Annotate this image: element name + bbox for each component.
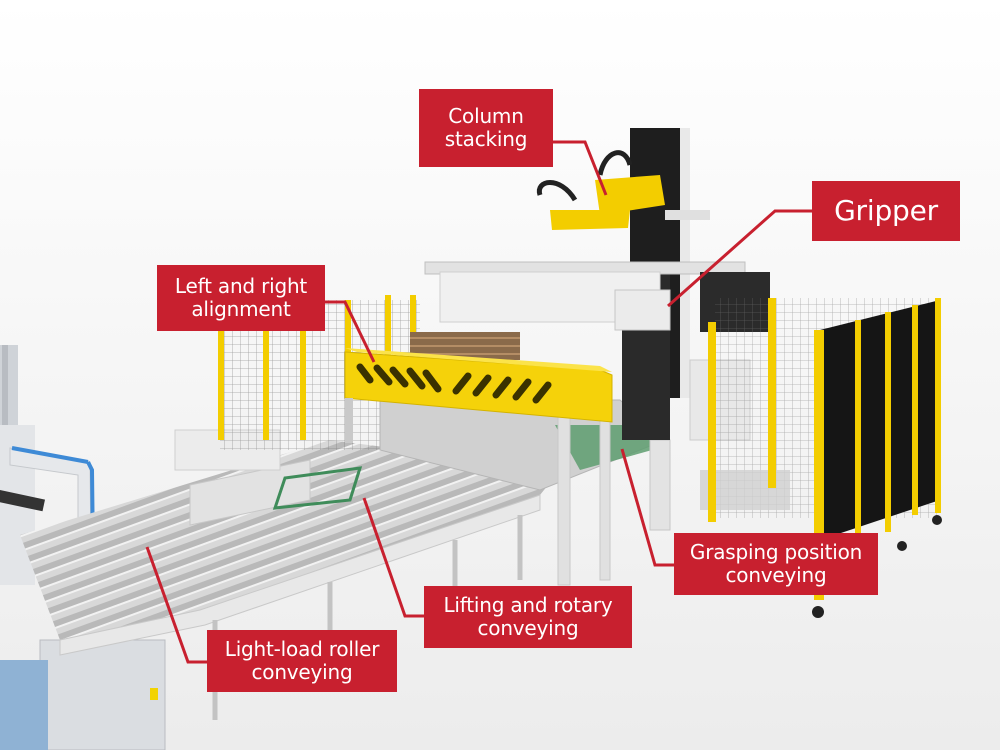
leader-lines [145,140,812,664]
callout-text-line1: Gripper [834,193,938,227]
callout-text-line2: stacking [444,127,528,151]
callout-left-right-alignment: Left and right alignment [157,265,325,331]
callout-text-line2: conveying [251,660,353,684]
callout-gripper: Gripper [812,181,960,241]
callout-text-line2: conveying [725,563,827,587]
callout-light-load-roller-conveying: Light-load roller conveying [207,630,397,692]
callout-text-line2: alignment [191,297,291,321]
callout-text-line1: Light-load roller [224,637,380,661]
alignment-hood [344,348,613,443]
stacking-column-robot [424,128,770,441]
callout-text-line2: conveying [477,616,579,640]
callout-lifting-rotary-conveying: Lifting and rotary conveying [424,586,632,648]
lifting-rotary-unit [379,394,671,586]
callout-column-stacking: Column stacking [419,89,553,167]
callout-grasping-position-conveying: Grasping position conveying [674,533,878,595]
callout-text-line1: Lifting and rotary [443,593,613,617]
callout-text-line1: Grasping position [689,540,863,564]
strapping-machine [0,345,166,750]
callout-text-line1: Column [448,104,524,128]
safety-fence-right [700,298,942,618]
callout-text-line1: Left and right [174,274,308,298]
